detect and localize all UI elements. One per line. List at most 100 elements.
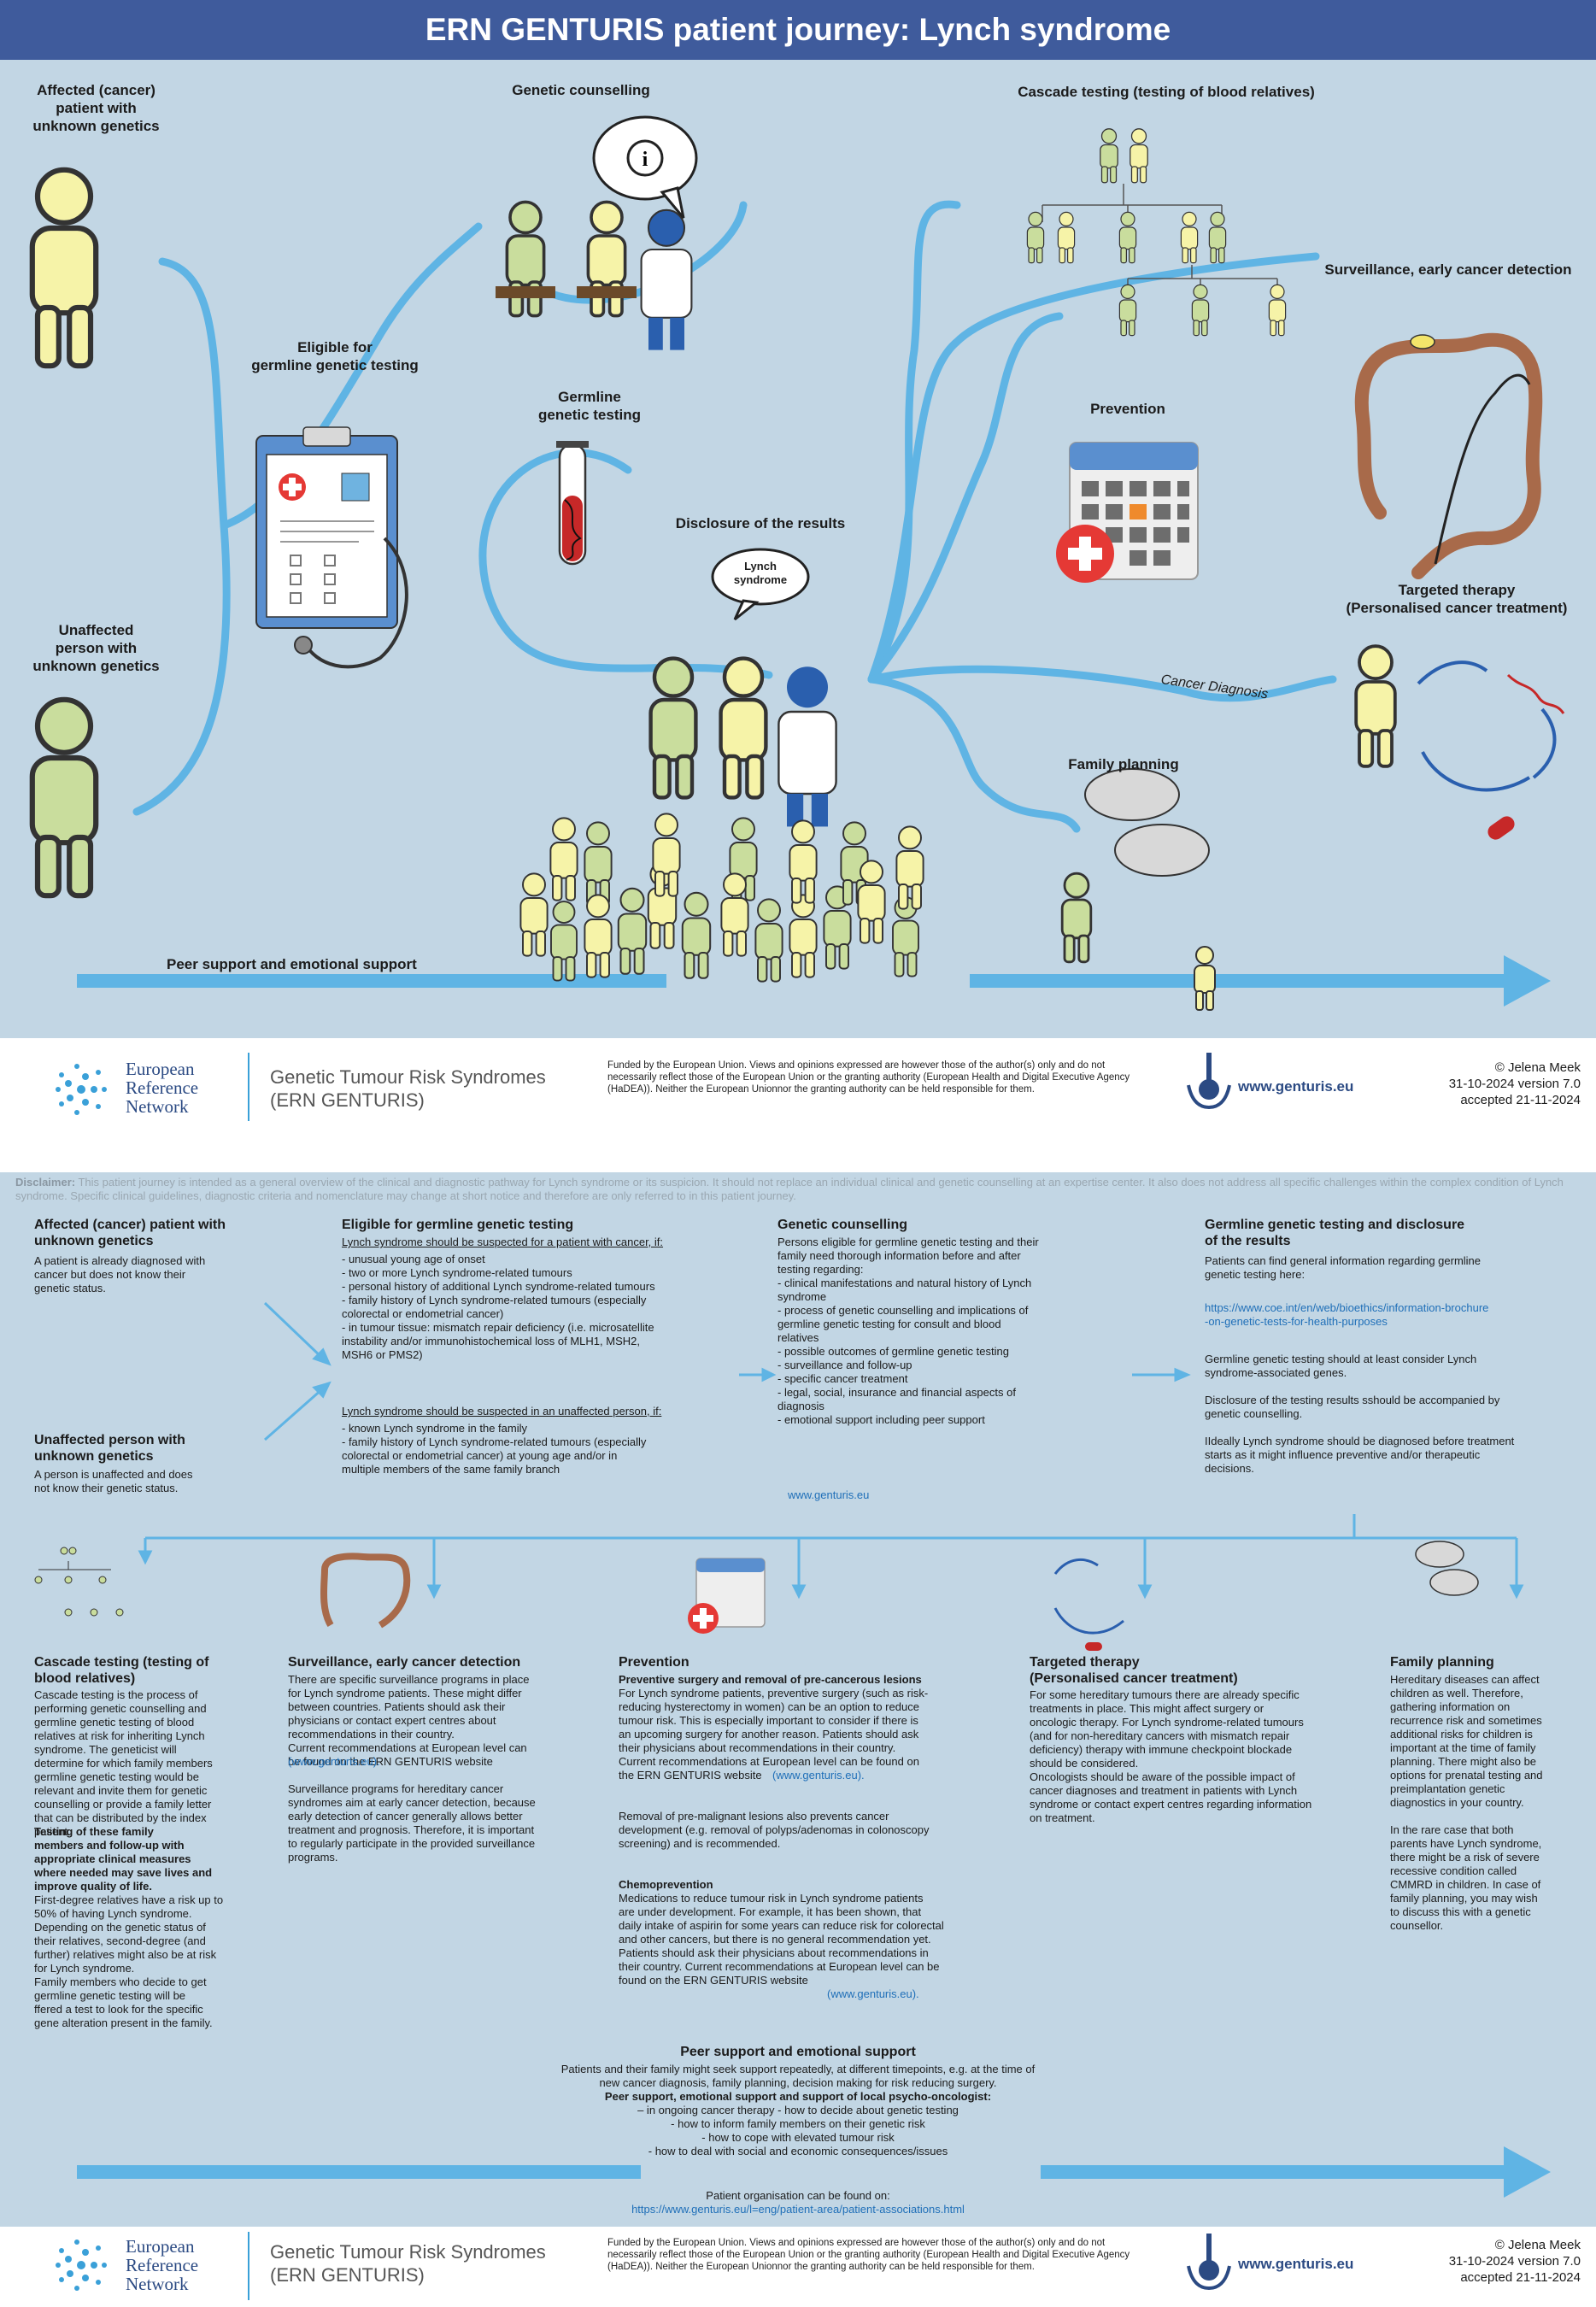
ern-logo-icon	[56, 1064, 107, 1115]
prevention-sub1: Preventive surgery and removal of pre-ca…	[619, 1673, 922, 1686]
genturis-logo-icon	[1187, 1053, 1231, 1110]
unaffected-title: Unaffected person with unknown genetics	[34, 1433, 185, 1464]
label-eligible: Eligible for germline genetic testing	[251, 339, 419, 373]
counselling-body: Persons eligible for germline genetic te…	[777, 1236, 1039, 1426]
footer-author-2: © Jelena Meek 31-10-2024 version 7.0 acc…	[1410, 2237, 1581, 2286]
peer-link[interactable]: https://www.genturis.eu/l=eng/patient-ar…	[631, 2203, 965, 2216]
eligible-body1: - unusual young age of onset - two or mo…	[342, 1253, 655, 1361]
lynch-bubble	[711, 548, 810, 621]
peer-support-crowd	[519, 813, 924, 983]
author-2: © Jelena Meek	[1494, 2238, 1581, 2252]
peer-body2: – in ongoing cancer therapy - how to dec…	[637, 2104, 959, 2157]
prevention-title: Prevention	[619, 1655, 689, 1670]
label-cascade: Cascade testing (testing of blood relati…	[1018, 84, 1315, 100]
eligible-sub1: Lynch syndrome should be suspected for a…	[342, 1236, 664, 1248]
eligible-body2: - known Lynch syndrome in the family - f…	[342, 1422, 647, 1476]
family-small-icon	[1415, 1541, 1479, 1596]
footer-subtitle: Genetic Tumour Risk Syndromes (ERN GENTU…	[270, 1066, 546, 1111]
label-surveillance: Surveillance, early cancer detection	[1324, 261, 1572, 278]
label-germline: Germline genetic testing	[538, 389, 641, 423]
peer-org: Patient organisation can be found on:	[706, 2189, 890, 2202]
peer-body1: Patients and their family might seek sup…	[560, 2063, 1036, 2089]
unaffected-body: A person is unaffected and does not know…	[34, 1468, 193, 1494]
cascade-small-icon	[34, 1547, 124, 1617]
counselling-link[interactable]: www.genturis.eu	[788, 1488, 870, 1501]
eligible-title: Eligible for germline genetic testing	[342, 1218, 574, 1232]
footer-funding: Funded by the European Union. Views and …	[607, 1060, 1130, 1095]
prevention-body2: Removal of pre-malignant lesions also pr…	[619, 1810, 930, 1850]
cascade-bold: Testing of these family members and foll…	[34, 1825, 213, 1893]
surveillance-body2: Surveillance programs for hereditary can…	[288, 1782, 536, 1864]
prevention-link2[interactable]: (www.genturis.eu).	[827, 1987, 919, 2000]
affected-body: A patient is already diagnosed with canc…	[34, 1254, 206, 1294]
footer-divider	[248, 1053, 249, 1121]
disclaimer: Disclaimer: This patient journey is inte…	[15, 1176, 1579, 1203]
peer-arrow-right-2	[1041, 2146, 1551, 2198]
targeted-body: For some hereditary tumours there are al…	[1030, 1688, 1312, 1824]
disclaimer-text: This patient journey is intended as a ge…	[15, 1176, 1564, 1202]
label-family-planning: Family planning	[1068, 756, 1179, 772]
germline-link[interactable]: https://www.coe.int/en/web/bioethics/inf…	[1205, 1301, 1489, 1328]
footer-website-link-2[interactable]: www.genturis.eu	[1238, 2256, 1354, 2272]
prevention-link1[interactable]: (www.genturis.eu).	[772, 1769, 865, 1782]
surveillance-title: Surveillance, early cancer detection	[288, 1655, 521, 1670]
peer-arrow-right	[970, 955, 1551, 1007]
cascade-body2: First-degree relatives have a risk up to…	[34, 1893, 224, 2029]
title-bar	[0, 0, 1596, 60]
germline-title: Germline genetic testing and disclosure …	[1205, 1218, 1465, 1248]
ern-name-2: European Reference Network	[126, 2236, 199, 2294]
label-peer-support: Peer support and emotional support	[167, 956, 417, 972]
journey-illustration: i	[0, 115, 1565, 1011]
genturis-logo-icon-2	[1187, 2234, 1231, 2291]
cascade-title: Cascade testing (testing of blood relati…	[34, 1655, 209, 1686]
lynch-bubble-text: Lynch syndrome	[733, 560, 788, 586]
family-title: Family planning	[1390, 1655, 1494, 1670]
calendar-icon	[1056, 442, 1199, 583]
intestine-small-icon	[320, 1553, 411, 1629]
footer-funding-2: Funded by the European Union. Views and …	[607, 2238, 1130, 2272]
family-body: Hereditary diseases can affect children …	[1390, 1673, 1543, 1932]
ern-name: European Reference Network	[126, 1059, 199, 1117]
label-disclosure: Disclosure of the results	[675, 515, 846, 531]
eligible-sub2: Lynch syndrome should be suspected in an…	[342, 1405, 662, 1418]
label-counselling: Genetic counselling	[512, 82, 650, 98]
targeted-therapy-icon	[1354, 644, 1565, 840]
affected-person-icon	[32, 170, 96, 366]
label-prevention: Prevention	[1090, 401, 1165, 417]
intestine-icon	[1354, 332, 1543, 579]
info-panel	[0, 1172, 1596, 2227]
therapy-small-icon	[1053, 1558, 1124, 1651]
surveillance-link[interactable]: (www.genturis.eu).	[288, 1755, 380, 1768]
footer-divider-2	[248, 2232, 249, 2300]
info-bubble-icon: i	[592, 115, 698, 219]
prevention-body1: For Lynch syndrome patients, preventive …	[619, 1687, 929, 1782]
cascade-body1: Cascade testing is the process of perfor…	[34, 1688, 213, 1838]
family-planning-icon	[1060, 768, 1216, 1011]
footer-bottom	[0, 2227, 1596, 2307]
ern-logo-icon-2	[56, 2239, 107, 2291]
counselling-title: Genetic counselling	[777, 1218, 908, 1232]
info-connectors	[34, 1301, 1551, 2198]
peer-title: Peer support and emotional support	[680, 2045, 916, 2059]
affected-title: Affected (cancer) patient with unknown g…	[34, 1218, 226, 1248]
prevention-body3: Medications to reduce tumour risk in Lyn…	[619, 1892, 944, 1987]
peer-arrow-left-2	[77, 2165, 641, 2179]
disclaimer-label: Disclaimer:	[15, 1176, 76, 1189]
unaffected-person-icon	[32, 700, 96, 895]
label-targeted: Targeted therapy (Personalised cancer tr…	[1346, 582, 1568, 616]
footer-website-link[interactable]: www.genturis.eu	[1238, 1078, 1354, 1095]
prevention-sub2: Chemoprevention	[619, 1878, 713, 1891]
clipboard-icon	[255, 426, 408, 669]
svg-text:i: i	[643, 149, 648, 171]
disclosure-scene	[651, 659, 837, 827]
accepted-2: accepted 21-11-2024	[1460, 2270, 1581, 2285]
footer-author: © Jelena Meek 31-10-2024 version 7.0 acc…	[1410, 1060, 1581, 1108]
label-unaffected: Unaffected person with unknown genetics	[32, 622, 160, 674]
germline-body1: Patients can find general information re…	[1205, 1254, 1482, 1281]
label-affected: Affected (cancer) patient with unknown g…	[32, 82, 160, 134]
targeted-title: Targeted therapy (Personalised cancer tr…	[1030, 1655, 1238, 1686]
version: 31-10-2024 version 7.0	[1448, 1077, 1581, 1091]
author: © Jelena Meek	[1494, 1060, 1581, 1075]
calendar-small-icon	[688, 1558, 766, 1634]
footer-subtitle-2: Genetic Tumour Risk Syndromes (ERN GENTU…	[270, 2241, 546, 2286]
